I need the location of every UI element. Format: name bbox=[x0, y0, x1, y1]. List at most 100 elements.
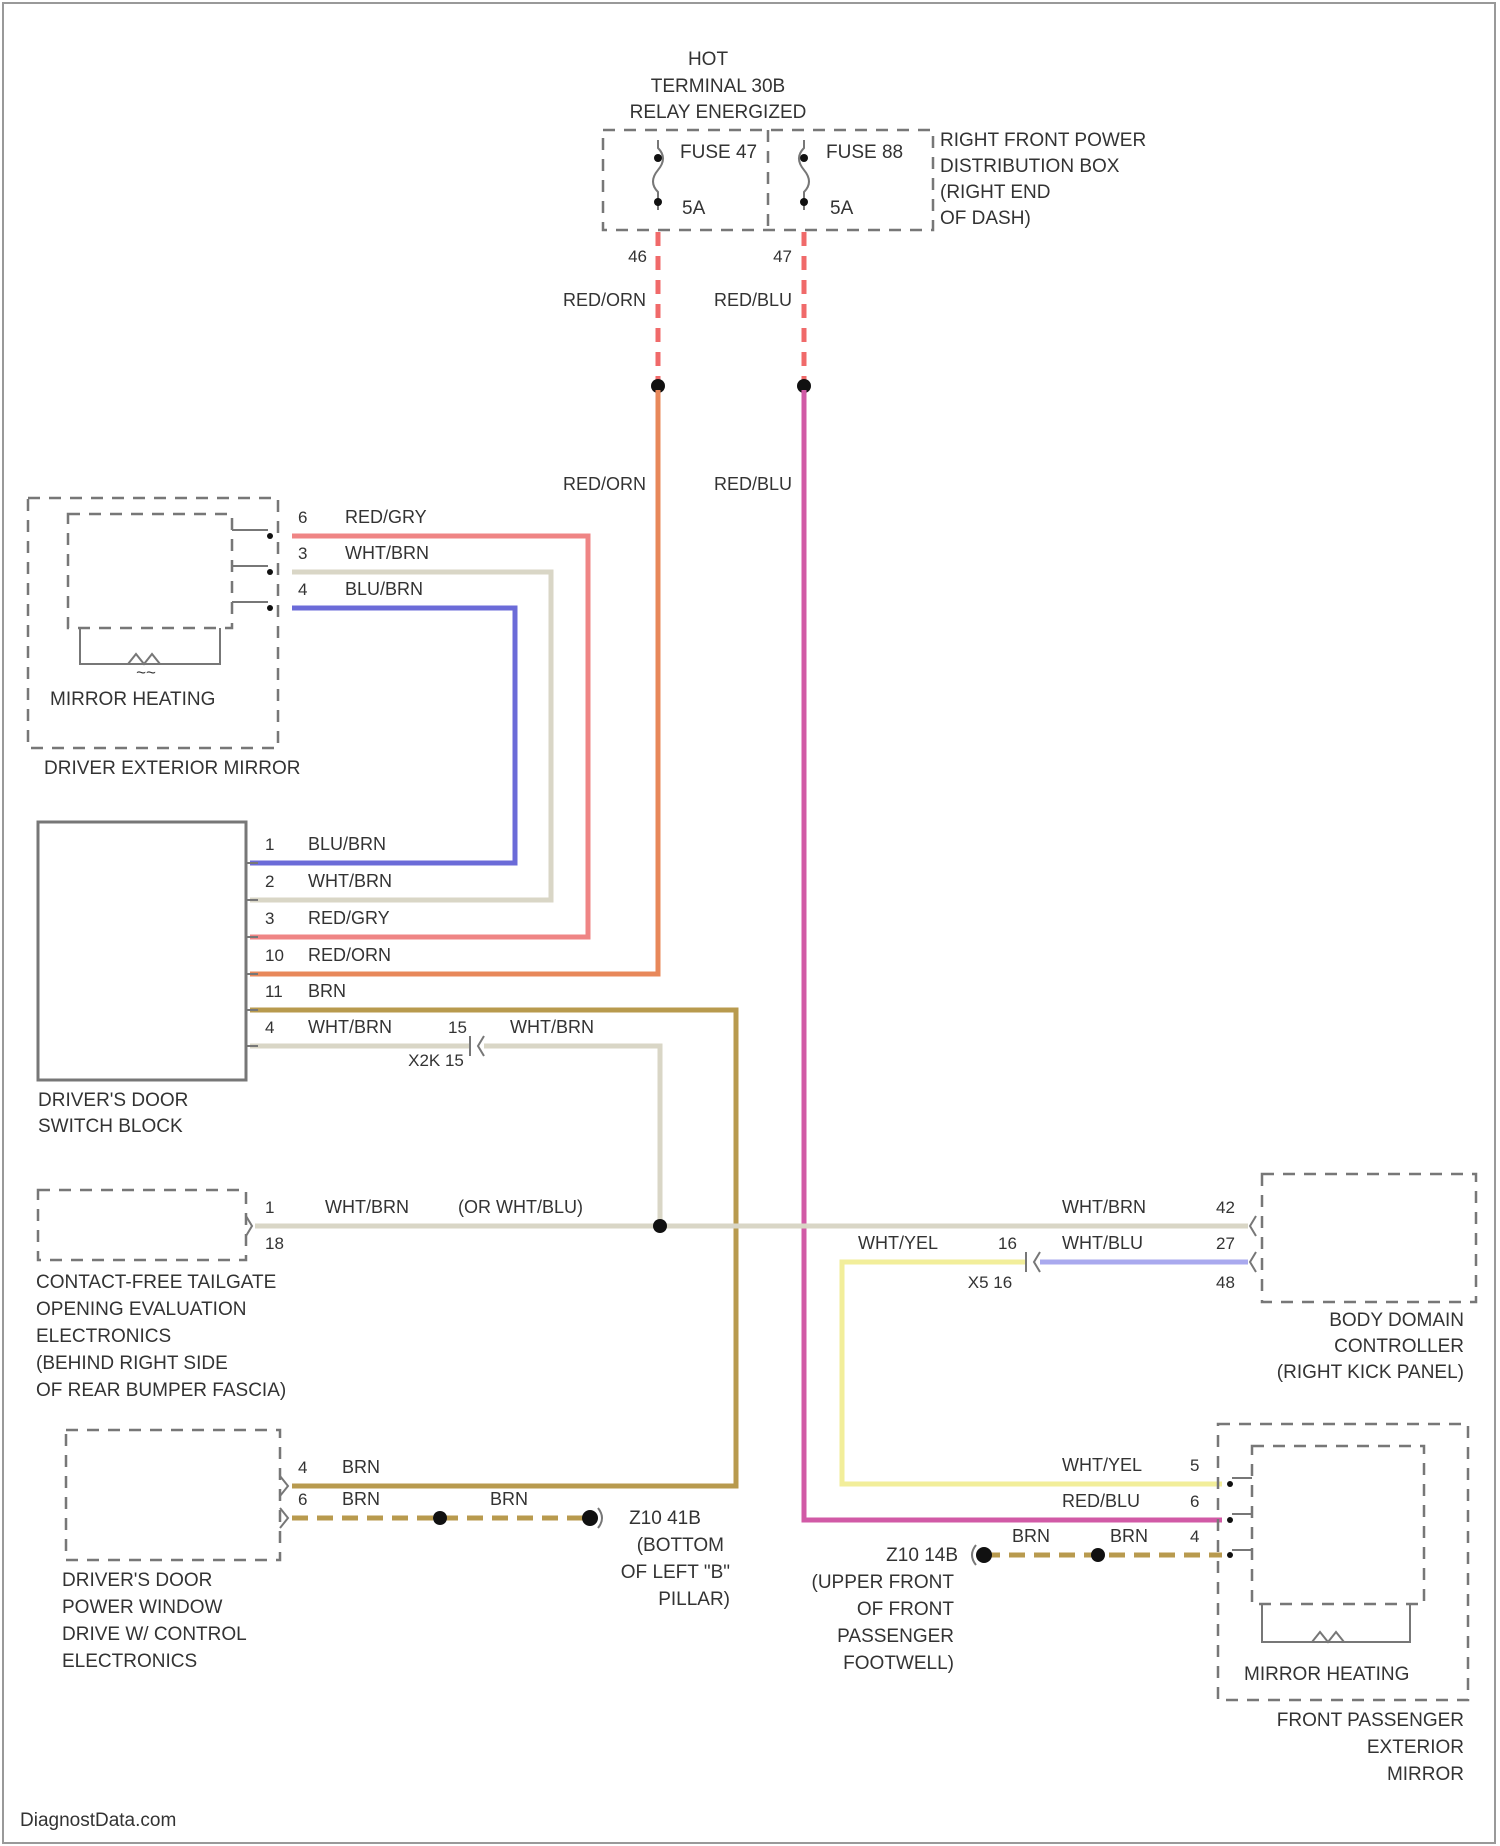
splice-wht-brn bbox=[653, 1219, 667, 1233]
hot-label-line3: RELAY ENERGIZED bbox=[630, 102, 807, 123]
tailgate-terminal bbox=[246, 1216, 252, 1236]
tailgate-line1: CONTACT-FREE TAILGATE bbox=[36, 1272, 276, 1293]
tailgate-pin: 1 bbox=[265, 1198, 274, 1217]
passenger-mirror-heating-label: MIRROR HEATING bbox=[1244, 1664, 1409, 1685]
ground-left-line2: (BOTTOM bbox=[637, 1535, 724, 1556]
wire-label-or-wht-blu: (OR WHT/BLU) bbox=[458, 1197, 583, 1217]
connector-x5-pin: 16 bbox=[998, 1234, 1017, 1253]
connector-x2k-pin: 15 bbox=[448, 1018, 467, 1037]
wire-label-red-orn-top: RED/ORN bbox=[563, 290, 646, 310]
hot-label-line1: HOT bbox=[688, 49, 729, 70]
switch-block-box bbox=[38, 822, 246, 1080]
wire-label-brn-switch: BRN bbox=[308, 981, 346, 1001]
ground-left-line3: OF LEFT "B" bbox=[621, 1562, 730, 1583]
wire-label-wht-yel-mirror: WHT/YEL bbox=[1062, 1455, 1142, 1475]
driver-mirror-name: DRIVER EXTERIOR MIRROR bbox=[44, 758, 301, 779]
distribution-box-line2: DISTRIBUTION BOX bbox=[940, 156, 1120, 177]
tailgate-line5: OF REAR BUMPER FASCIA) bbox=[36, 1380, 286, 1401]
wire-label-wht-brn-bdc: WHT/BRN bbox=[1062, 1197, 1146, 1217]
connector-x5-16 bbox=[1026, 1252, 1040, 1272]
wire-wht-yel bbox=[842, 1262, 1222, 1484]
body-controller-terminals bbox=[1250, 1216, 1256, 1272]
passenger-mirror-pin-4: 4 bbox=[1190, 1527, 1199, 1546]
wire-label-red-blu-mirror: RED/BLU bbox=[1062, 1491, 1140, 1511]
fuse-47-pin: 46 bbox=[628, 247, 647, 266]
distribution-box-line4: OF DASH) bbox=[940, 208, 1031, 229]
switch-pin-1: 1 bbox=[265, 835, 274, 854]
distribution-box-line1: RIGHT FRONT POWER bbox=[940, 130, 1146, 151]
ground-right-line3: OF FRONT bbox=[857, 1599, 954, 1620]
wire-label-red-gry-mirror: RED/GRY bbox=[345, 507, 427, 527]
ground-z10-41b-icon bbox=[582, 1508, 602, 1528]
switch-pin-11: 11 bbox=[265, 982, 283, 1001]
ground-right-line1: Z10 14B bbox=[886, 1545, 958, 1566]
wire-brn-switch bbox=[250, 1010, 736, 1486]
switch-block-terminals bbox=[246, 863, 258, 1046]
connector-x2k-15 bbox=[470, 1036, 484, 1056]
wire-label-blu-brn-mirror: BLU/BRN bbox=[345, 579, 423, 599]
fuse-47-rating: 5A bbox=[682, 198, 706, 219]
wire-label-wht-brn-tailgate: WHT/BRN bbox=[325, 1197, 409, 1217]
fuse-47 bbox=[653, 140, 663, 210]
wire-label-red-orn-mid: RED/ORN bbox=[563, 474, 646, 494]
window-control-pin-4: 4 bbox=[298, 1458, 307, 1477]
tailgate-line2: OPENING EVALUATION bbox=[36, 1299, 246, 1320]
splice-ground-right bbox=[1091, 1548, 1105, 1562]
svg-text:~~: ~~ bbox=[136, 663, 156, 682]
driver-mirror-pin-3: 3 bbox=[298, 544, 307, 563]
wire-label-wht-yel-x5: WHT/YEL bbox=[858, 1233, 938, 1253]
body-controller-box bbox=[1262, 1174, 1476, 1302]
passenger-mirror-line3: MIRROR bbox=[1387, 1764, 1464, 1785]
connector-x2k-name: X2K 15 bbox=[408, 1051, 464, 1070]
wire-label-wht-blu-bdc: WHT/BLU bbox=[1062, 1233, 1143, 1253]
ground-left-line4: PILLAR) bbox=[658, 1589, 730, 1610]
window-control-line3: DRIVE W/ CONTROL bbox=[62, 1624, 247, 1645]
hot-label-line2: TERMINAL 30B bbox=[651, 76, 785, 97]
body-controller-pin-48: 48 bbox=[1216, 1273, 1235, 1292]
switch-pin-10: 10 bbox=[265, 946, 284, 965]
wire-label-red-blu-top: RED/BLU bbox=[714, 290, 792, 310]
window-control-pin-6: 6 bbox=[298, 1490, 307, 1509]
wire-label-brn-ground-left: BRN bbox=[490, 1489, 528, 1509]
tailgate-box bbox=[38, 1190, 246, 1260]
body-controller-line2: CONTROLLER bbox=[1334, 1336, 1464, 1357]
passenger-exterior-mirror bbox=[1218, 1424, 1468, 1700]
fuse-88-pin: 47 bbox=[773, 247, 792, 266]
window-control-line4: ELECTRONICS bbox=[62, 1651, 197, 1672]
switch-pin-3: 3 bbox=[265, 909, 274, 928]
fuse-88-name: FUSE 88 bbox=[826, 142, 903, 163]
body-controller-pin-42: 42 bbox=[1216, 1198, 1235, 1217]
tailgate-pin-sub: 18 bbox=[265, 1234, 284, 1253]
wire-label-wht-brn-mirror: WHT/BRN bbox=[345, 543, 429, 563]
switch-pin-4: 4 bbox=[265, 1018, 274, 1037]
switch-block-name-2: SWITCH BLOCK bbox=[38, 1116, 183, 1137]
wire-label-brn-window-6: BRN bbox=[342, 1489, 380, 1509]
window-control-box bbox=[66, 1430, 280, 1560]
wire-label-blu-brn-switch: BLU/BRN bbox=[308, 834, 386, 854]
fuse-88 bbox=[799, 140, 809, 210]
ground-right-line5: FOOTWELL) bbox=[843, 1653, 954, 1674]
body-controller-line3: (RIGHT KICK PANEL) bbox=[1277, 1362, 1464, 1383]
wire-label-brn-window-4: BRN bbox=[342, 1457, 380, 1477]
wire-label-wht-brn-pin4: WHT/BRN bbox=[308, 1017, 392, 1037]
body-controller-pin-27: 27 bbox=[1216, 1234, 1235, 1253]
wire-label-red-blu-mid: RED/BLU bbox=[714, 474, 792, 494]
connector-x5-name: X5 16 bbox=[968, 1273, 1012, 1292]
switch-pin-2: 2 bbox=[265, 872, 274, 891]
switch-block-name-1: DRIVER'S DOOR bbox=[38, 1090, 188, 1111]
driver-exterior-mirror: ~~ bbox=[28, 498, 278, 748]
wire-label-brn-ground-right-b: BRN bbox=[1110, 1526, 1148, 1546]
ground-right-line2: (UPPER FRONT bbox=[812, 1572, 955, 1593]
watermark: DiagnostData.com bbox=[20, 1810, 176, 1831]
passenger-mirror-line1: FRONT PASSENGER bbox=[1277, 1710, 1464, 1731]
splice-ground-left bbox=[433, 1511, 447, 1525]
wire-label-red-gry-switch: RED/GRY bbox=[308, 908, 390, 928]
ground-left-line1: Z10 41B bbox=[629, 1508, 701, 1529]
wire-blu-brn bbox=[250, 608, 515, 863]
fuse-47-name: FUSE 47 bbox=[680, 142, 757, 163]
passenger-mirror-pin-5: 5 bbox=[1190, 1456, 1199, 1475]
passenger-mirror-line2: EXTERIOR bbox=[1367, 1737, 1464, 1758]
wire-label-wht-brn-x2k: WHT/BRN bbox=[510, 1017, 594, 1037]
fuse-88-rating: 5A bbox=[830, 198, 854, 219]
